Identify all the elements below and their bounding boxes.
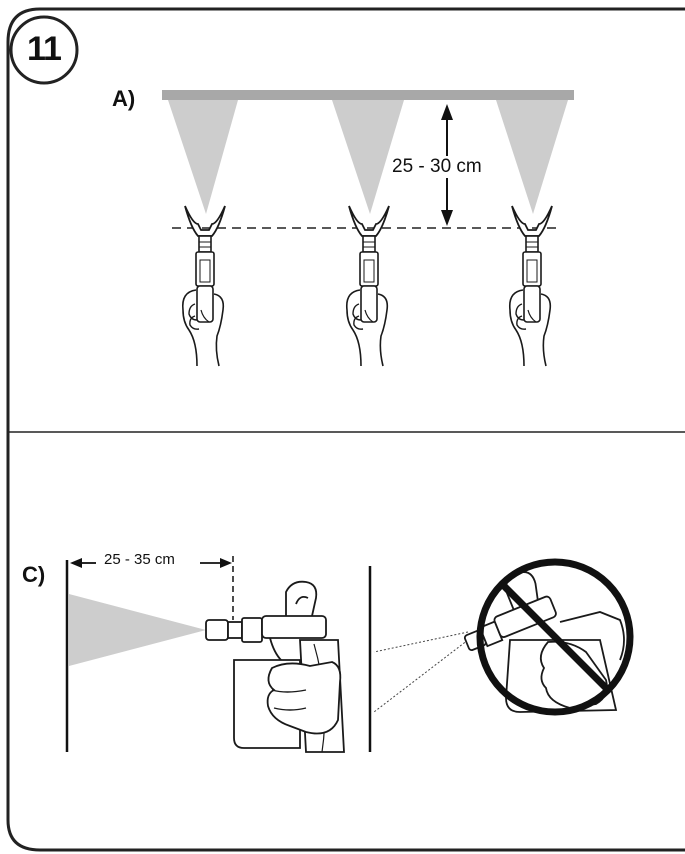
panel-c-distance-label: 25 - 35 cm (102, 551, 177, 568)
spray-cone-1 (168, 100, 238, 214)
panel-a-distance-label: 25 - 30 cm (390, 156, 484, 178)
step-badge (9, 15, 79, 85)
wall-surface (162, 90, 574, 100)
panel-c-label: C) (22, 562, 46, 587)
spray-gun-side (205, 580, 345, 753)
incorrect-spray-lines (373, 631, 469, 713)
spray-cone-2 (332, 100, 404, 214)
prohibited-icon (476, 558, 634, 716)
page-frame (6, 7, 685, 852)
distance-arrow-c (70, 556, 234, 620)
spray-gun-hand-3 (508, 205, 553, 367)
spray-cone-side (69, 594, 206, 666)
spray-gun-angled (463, 571, 625, 713)
panel-a-label: A) (112, 86, 136, 111)
spray-gun-hand-1 (181, 205, 226, 367)
spray-cone-3 (496, 100, 568, 214)
step-number: 11 (27, 30, 62, 68)
spray-gun-hand-2 (345, 205, 390, 367)
